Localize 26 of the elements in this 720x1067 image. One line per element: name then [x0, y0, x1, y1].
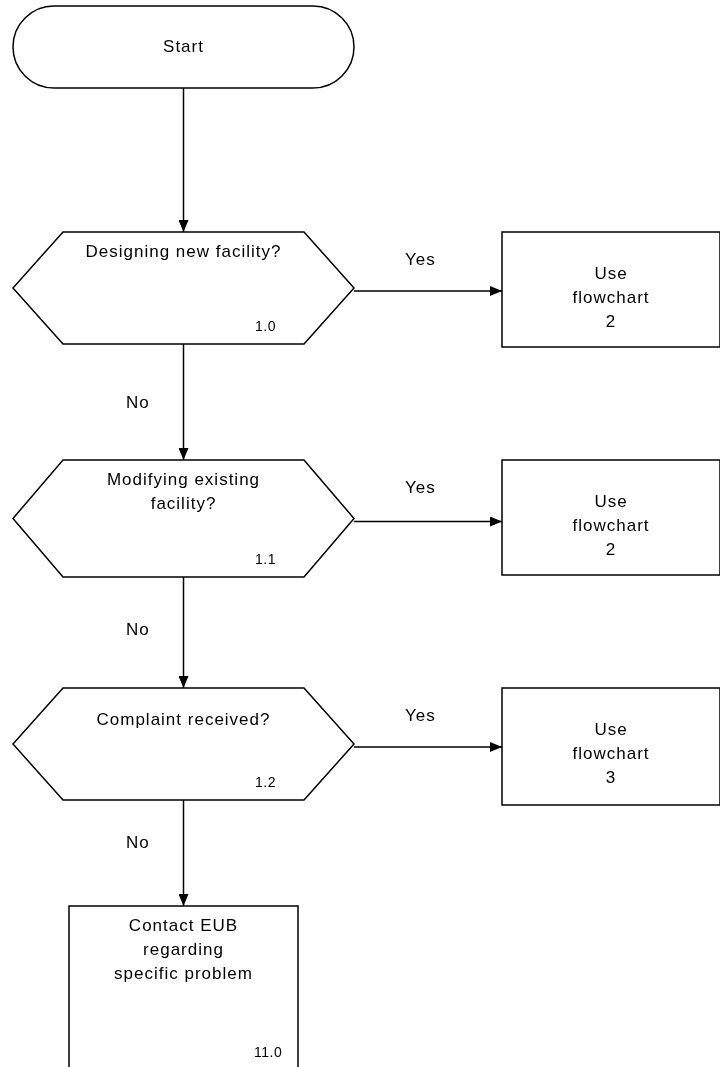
decision-hexagon: [13, 688, 354, 800]
step-number: 11.0: [254, 1044, 283, 1060]
node-label: Use flowchart 2: [571, 263, 651, 333]
process-box: [502, 688, 720, 805]
step-number: 1.2: [255, 774, 276, 790]
node-label: Start: [162, 36, 205, 58]
node-label: Complaint received?: [95, 709, 272, 731]
arrow: [178, 799, 189, 907]
process-box: [69, 906, 298, 1067]
step-number: 1.0: [255, 318, 276, 334]
step-number: 1.1: [255, 551, 276, 567]
arrow: [353, 516, 503, 527]
arrow: [178, 576, 189, 689]
node-label: Use flowchart 3: [571, 719, 651, 789]
node-label: Designing new facility?: [84, 241, 283, 263]
decision-hexagon: [13, 232, 354, 344]
arrow: [353, 742, 503, 752]
node-label: Use flowchart 2: [571, 491, 651, 561]
node-label: Modifying existing facility?: [105, 469, 262, 515]
node-label: Contact EUB regarding specific problem: [113, 915, 254, 985]
arrow: [178, 87, 189, 233]
arrow: [353, 286, 503, 296]
decision-hexagon: [13, 460, 354, 577]
process-box: [502, 460, 720, 575]
arrow: [178, 343, 189, 461]
process-box: [502, 232, 720, 347]
